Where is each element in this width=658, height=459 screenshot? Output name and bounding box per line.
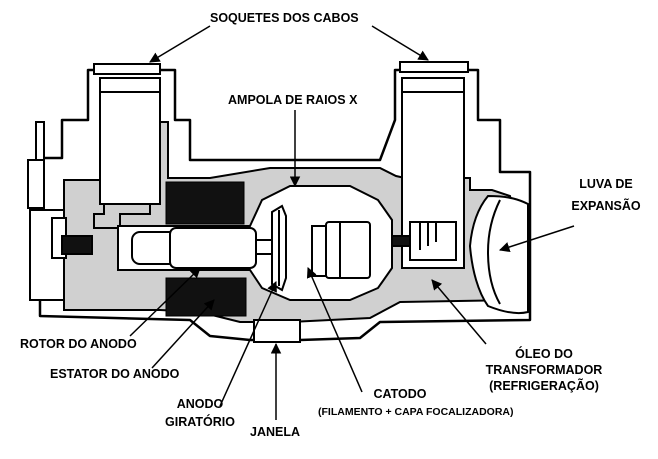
- left-cable-socket: [93, 77, 161, 229]
- anode-stator: [165, 181, 247, 317]
- cathode: [311, 221, 371, 279]
- label-anode-stator: ESTATOR DO ANODO: [50, 367, 180, 381]
- label-expansion-sleeve-line2: EXPANSÃO: [571, 199, 641, 213]
- arrow-expansion-sleeve: [499, 225, 575, 253]
- window: [253, 319, 301, 343]
- label-cathode-line2: (FILAMENTO + CAPA FOCALIZADORA): [318, 406, 514, 418]
- label-window: JANELA: [250, 425, 301, 439]
- arrow-transformer-oil: [431, 279, 487, 345]
- arrow-anode-rotor: [129, 267, 201, 337]
- anode-rotor: [131, 227, 275, 269]
- label-rotating-anode-line2: GIRATÓRIO: [165, 415, 235, 429]
- arrow-cathode: [306, 267, 363, 393]
- left-end-cap: [27, 121, 93, 301]
- label-transformer-oil-line2: TRANSFORMADOR: [485, 363, 603, 377]
- label-rotating-anode-line1: ANODO: [176, 397, 224, 411]
- expansion-sleeve: [468, 194, 529, 315]
- label-arrows: [129, 25, 575, 420]
- arrow-anode-stator: [151, 299, 215, 369]
- label-transformer-oil-line1: ÓLEO DO: [515, 347, 573, 361]
- right-cable-socket: [369, 77, 465, 269]
- label-cathode-line1: CATODO: [373, 387, 427, 401]
- label-cable-sockets: SOQUETES DOS CABOS: [210, 11, 359, 25]
- arrow-socket-left: [149, 25, 211, 63]
- label-transformer-oil-line3: (REFRIGERAÇÃO): [489, 379, 599, 393]
- socket-caps: [93, 61, 469, 75]
- label-anode-rotor: ROTOR DO ANODO: [20, 337, 137, 351]
- rotating-anode: [271, 204, 287, 292]
- label-xray-tube: AMPOLA DE RAIOS X: [228, 93, 358, 107]
- arrow-rotating-anode: [219, 281, 277, 407]
- label-expansion-sleeve-line1: LUVA DE: [579, 177, 633, 191]
- arrow-socket-right: [371, 25, 429, 61]
